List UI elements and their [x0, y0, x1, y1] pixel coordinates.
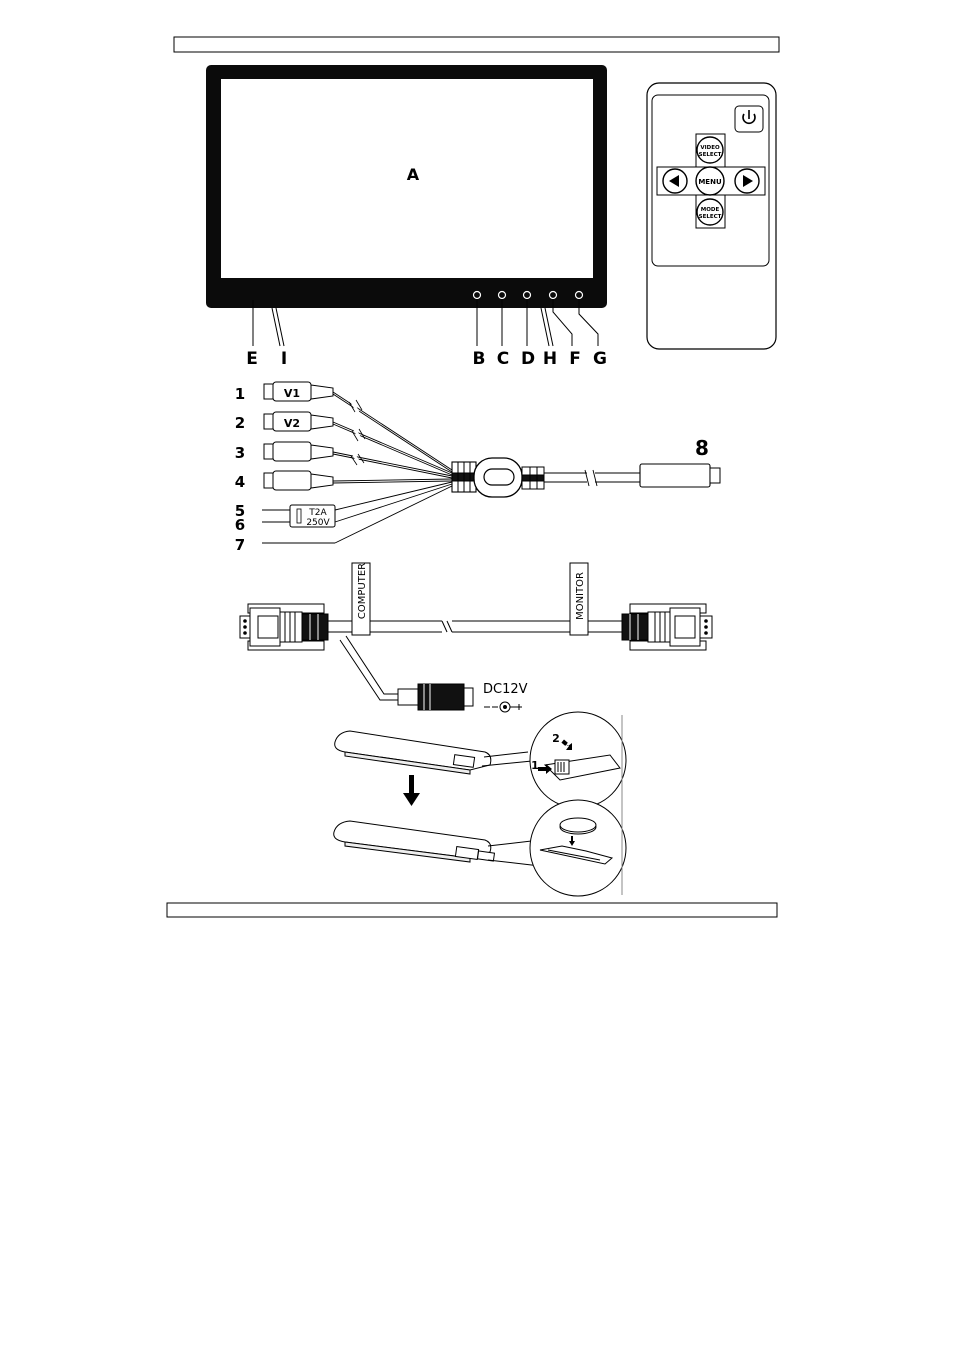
- vga-connector-right: [621, 603, 713, 651]
- wire-breaks: [350, 401, 363, 465]
- callout-e: E: [246, 349, 258, 369]
- callout-c: C: [497, 349, 509, 369]
- tag-monitor: MONITOR: [569, 562, 589, 636]
- button-c[interactable]: [497, 290, 507, 300]
- remote-top: [334, 730, 492, 771]
- dc-label: DC12V: [483, 682, 528, 697]
- harness-number-6: 6: [235, 516, 245, 534]
- mode-select-button[interactable]: MODE SELECT: [696, 198, 724, 226]
- menu-button[interactable]: MENU: [695, 166, 725, 196]
- callout-g: G: [593, 349, 607, 369]
- left-button[interactable]: [662, 168, 688, 194]
- rca-plug-v2: V2: [263, 411, 334, 432]
- cable-break: [587, 470, 595, 486]
- rca-plug-4: [263, 470, 334, 491]
- harness-number-4: 4: [235, 473, 245, 491]
- power-connector-8: [639, 463, 721, 488]
- harness-number-5: 5: [235, 502, 245, 520]
- callout-b: B: [473, 349, 486, 369]
- dc-jack: [397, 683, 474, 711]
- power-button[interactable]: [734, 105, 764, 133]
- button-f[interactable]: [548, 290, 558, 300]
- harness-number-1: 1: [235, 385, 245, 403]
- header-frame: [173, 36, 780, 53]
- fuse-line1: T2A: [308, 508, 327, 518]
- screen-label: A: [407, 165, 420, 184]
- fuse-holder: T2A 250V: [289, 504, 336, 528]
- tag-computer: COMPUTER: [351, 562, 371, 636]
- mode-select-line1: MODE: [701, 207, 720, 213]
- button-d[interactable]: [522, 290, 532, 300]
- menu-label: MENU: [698, 178, 722, 186]
- video-select-button[interactable]: VIDEO SELECT: [696, 136, 724, 164]
- arrow-down-icon: [403, 775, 420, 806]
- fuse-line2: 250V: [306, 518, 330, 528]
- triangle-left-icon: [669, 175, 679, 187]
- rca-plug-3: [263, 441, 334, 462]
- wire-break-marks: [348, 399, 366, 466]
- monitor-callout-lines: [252, 299, 599, 347]
- harness-number-2: 2: [235, 414, 245, 432]
- button-b[interactable]: [472, 290, 482, 300]
- step-2-label: 2: [552, 732, 560, 745]
- power-icon: [742, 110, 756, 125]
- small-arrow-down-icon: [569, 836, 575, 846]
- remote-diagram: VIDEO SELECT MENU MODE SELECT: [646, 82, 777, 350]
- callout-d: D: [521, 349, 535, 369]
- battery-diagram: 1 2: [333, 711, 627, 897]
- plug-v2-label: V2: [284, 417, 300, 430]
- step-1-label: 1: [531, 759, 539, 772]
- harness-number-8: 8: [695, 436, 709, 460]
- step-arrow-1: [538, 764, 552, 774]
- video-select-line1: VIDEO: [700, 145, 720, 151]
- monitor-callout-letters: E I B C D H F G: [246, 349, 607, 369]
- mode-select-line2: SELECT: [699, 214, 722, 220]
- vga-cable-diagram: COMPUTER MONITOR: [239, 562, 713, 713]
- plug-v1-label: V1: [284, 387, 300, 400]
- button-g[interactable]: [574, 290, 584, 300]
- vga-connector-left: [239, 603, 329, 651]
- zoom-circle-bottom: [529, 799, 627, 897]
- harness-number-7: 7: [235, 536, 245, 554]
- callout-i: I: [281, 349, 287, 369]
- harness-diagram: 1 2 3 4 5 6 7 8 V1 V2: [235, 381, 721, 554]
- bundle-connector: [451, 457, 545, 498]
- rca-plug-v1: V1: [263, 381, 334, 402]
- callout-h: H: [543, 349, 557, 369]
- polarity-icon: [484, 701, 522, 713]
- vga-cable-lines: [328, 620, 622, 701]
- harness-number-3: 3: [235, 444, 245, 462]
- step-arrow-2: [561, 739, 572, 750]
- monitor-screen: [221, 79, 593, 278]
- callout-f: F: [569, 349, 581, 369]
- tag-monitor-text: MONITOR: [575, 572, 586, 620]
- monitor-diagram: A E I B C D H: [206, 65, 607, 369]
- triangle-right-icon: [743, 175, 753, 187]
- cable-break-marks: [584, 469, 598, 487]
- video-select-line2: SELECT: [699, 152, 722, 158]
- right-button[interactable]: [734, 168, 760, 194]
- tag-computer-text: COMPUTER: [357, 563, 368, 619]
- footer-frame: [166, 902, 778, 918]
- monitor-buttons: [472, 290, 584, 300]
